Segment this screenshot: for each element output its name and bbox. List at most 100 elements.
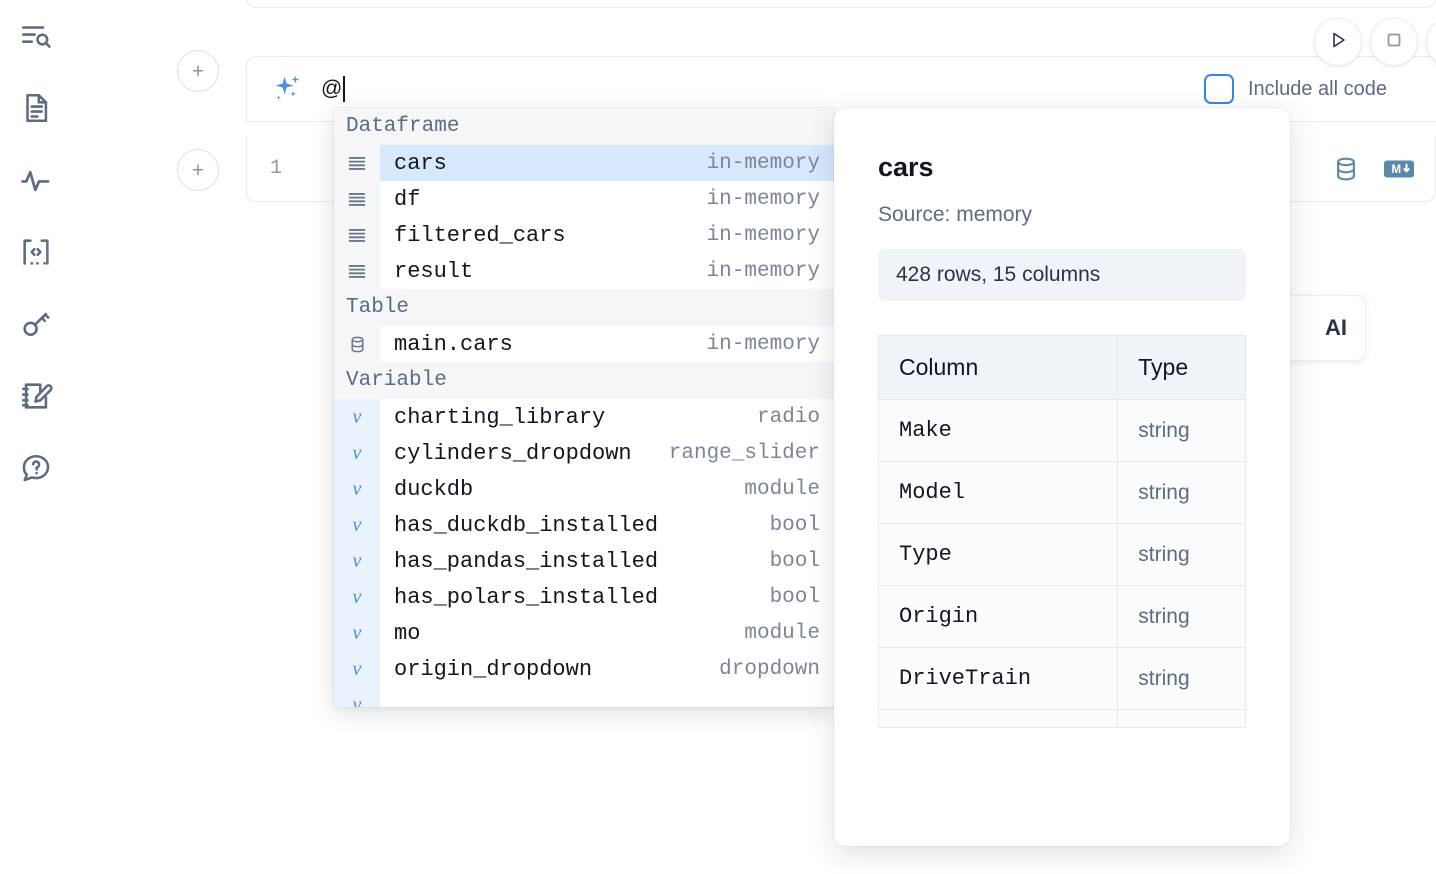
column-header-type: Type bbox=[1118, 336, 1246, 400]
autocomplete-item-clipped[interactable]: v bbox=[334, 687, 834, 707]
table-row: Typestring bbox=[879, 524, 1246, 586]
autocomplete-item-name: has_duckdb_installed bbox=[380, 513, 770, 538]
autocomplete-group-header: Dataframe bbox=[334, 108, 834, 145]
ai-prompt-value: @ bbox=[321, 77, 342, 101]
play-triangle-icon bbox=[1326, 28, 1350, 57]
autocomplete-item[interactable]: vcharting_libraryradio bbox=[334, 399, 834, 435]
autocomplete-item-type: in-memory bbox=[707, 152, 834, 175]
autocomplete-item-type: dropdown bbox=[719, 658, 834, 681]
autocomplete-item-type: module bbox=[744, 478, 834, 501]
previous-cell-edge bbox=[246, 0, 1436, 8]
autocomplete-item[interactable]: resultin-memory bbox=[334, 253, 834, 289]
autocomplete-item-name: has_polars_installed bbox=[380, 585, 770, 610]
markdown-down-icon[interactable]: M bbox=[1383, 157, 1415, 186]
autocomplete-item-name: origin_dropdown bbox=[380, 657, 719, 682]
table-row: Modelstring bbox=[879, 462, 1246, 524]
autocomplete-item-name: main.cars bbox=[380, 332, 707, 357]
sidebar-item-notebook-file[interactable] bbox=[14, 86, 58, 130]
schema-column-type: string bbox=[1118, 524, 1246, 586]
sidebar-item-activity[interactable] bbox=[14, 158, 58, 202]
svg-text:M: M bbox=[1392, 164, 1402, 176]
autocomplete-item[interactable]: vcylinders_dropdownrange_slider bbox=[334, 435, 834, 471]
autocomplete-item-name: result bbox=[380, 259, 707, 284]
table-row: Makestring bbox=[879, 400, 1246, 462]
autocomplete-item-type: bool bbox=[770, 586, 834, 609]
variable-icon: v bbox=[334, 399, 380, 435]
include-all-code-label: Include all code bbox=[1248, 78, 1387, 101]
autocomplete-item-name: has_pandas_installed bbox=[380, 549, 770, 574]
stop-cell-button[interactable] bbox=[1370, 18, 1418, 66]
add-cell-button-top[interactable]: + bbox=[177, 50, 219, 92]
variable-icon: v bbox=[334, 543, 380, 579]
autocomplete-dropdown[interactable]: Dataframecarsin-memorydfin-memoryfiltere… bbox=[334, 108, 834, 707]
autocomplete-item-name: cars bbox=[380, 151, 707, 176]
variable-icon: v bbox=[334, 507, 380, 543]
documentation-panel: cars Source: memory 428 rows, 15 columns… bbox=[834, 108, 1290, 846]
plus-icon: + bbox=[192, 61, 204, 82]
schema-column-name: Origin bbox=[879, 586, 1118, 648]
schema-column-type: string bbox=[1118, 648, 1246, 710]
table-row-clipped bbox=[879, 710, 1246, 728]
schema-column-name: Type bbox=[879, 524, 1118, 586]
include-all-code-toggle[interactable]: Include all code bbox=[1204, 74, 1387, 104]
list-search-icon bbox=[19, 19, 53, 53]
doc-panel-source: Source: memory bbox=[878, 203, 1246, 227]
add-cell-button-bottom[interactable]: + bbox=[177, 149, 219, 191]
chat-question-icon bbox=[19, 451, 53, 485]
autocomplete-item[interactable]: vduckdbmodule bbox=[334, 471, 834, 507]
cell-action-icons: M bbox=[1331, 154, 1415, 189]
variable-icon: v bbox=[334, 687, 380, 707]
schema-column-name: Make bbox=[879, 400, 1118, 462]
left-icon-rail bbox=[0, 0, 72, 874]
autocomplete-item[interactable]: dfin-memory bbox=[334, 181, 834, 217]
autocomplete-item[interactable]: vhas_pandas_installedbool bbox=[334, 543, 834, 579]
document-text-icon bbox=[19, 91, 53, 125]
autocomplete-item-type: bool bbox=[770, 514, 834, 537]
autocomplete-group-header: Table bbox=[334, 289, 834, 326]
autocomplete-item-type: radio bbox=[757, 406, 834, 429]
ai-sparkle-icon bbox=[271, 72, 305, 106]
variable-icon: v bbox=[334, 651, 380, 687]
ai-action-chip-label: AI bbox=[1325, 315, 1347, 341]
database-icon[interactable] bbox=[1331, 154, 1361, 189]
autocomplete-item-type: in-memory bbox=[707, 188, 834, 211]
variable-icon: v bbox=[334, 435, 380, 471]
doc-panel-summary: 428 rows, 15 columns bbox=[878, 249, 1246, 301]
schema-column-name: Model bbox=[879, 462, 1118, 524]
doc-panel-schema-table: Column Type MakestringModelstringTypestr… bbox=[878, 335, 1246, 728]
autocomplete-item-name: duckdb bbox=[380, 477, 744, 502]
autocomplete-item[interactable]: main.carsin-memory bbox=[334, 326, 834, 362]
autocomplete-item[interactable]: vorigin_dropdowndropdown bbox=[334, 651, 834, 687]
sidebar-item-help[interactable] bbox=[14, 446, 58, 490]
sidebar-item-scratchpad[interactable] bbox=[14, 374, 58, 418]
autocomplete-item-name: charting_library bbox=[380, 405, 757, 430]
sidebar-item-explore-search[interactable] bbox=[14, 14, 58, 58]
autocomplete-item[interactable]: carsin-memory bbox=[334, 145, 834, 181]
schema-column-name: DriveTrain bbox=[879, 648, 1118, 710]
schema-column-type bbox=[1118, 710, 1246, 728]
dataframe-rows-icon bbox=[334, 145, 380, 181]
pulse-activity-icon bbox=[19, 163, 53, 197]
schema-column-type: string bbox=[1118, 586, 1246, 648]
autocomplete-item-type: in-memory bbox=[707, 333, 834, 356]
schema-column-type: string bbox=[1118, 400, 1246, 462]
autocomplete-group-header: Variable bbox=[334, 362, 834, 399]
doc-panel-title: cars bbox=[878, 152, 1246, 183]
autocomplete-item[interactable]: vmomodule bbox=[334, 615, 834, 651]
sidebar-item-snippets[interactable] bbox=[14, 230, 58, 274]
autocomplete-item-type: in-memory bbox=[707, 224, 834, 247]
notebook-pencil-icon bbox=[19, 379, 53, 413]
schema-column-type: string bbox=[1118, 462, 1246, 524]
autocomplete-item[interactable]: vhas_polars_installedbool bbox=[334, 579, 834, 615]
text-caret bbox=[343, 76, 345, 102]
variable-icon: v bbox=[334, 615, 380, 651]
sidebar-item-secrets[interactable] bbox=[14, 302, 58, 346]
include-all-code-checkbox[interactable] bbox=[1204, 74, 1234, 104]
square-stop-icon bbox=[1382, 28, 1406, 57]
autocomplete-item[interactable]: filtered_carsin-memory bbox=[334, 217, 834, 253]
autocomplete-item[interactable]: vhas_duckdb_installedbool bbox=[334, 507, 834, 543]
database-icon bbox=[334, 326, 380, 362]
autocomplete-item-name: filtered_cars bbox=[380, 223, 707, 248]
run-cell-button[interactable] bbox=[1314, 18, 1362, 66]
